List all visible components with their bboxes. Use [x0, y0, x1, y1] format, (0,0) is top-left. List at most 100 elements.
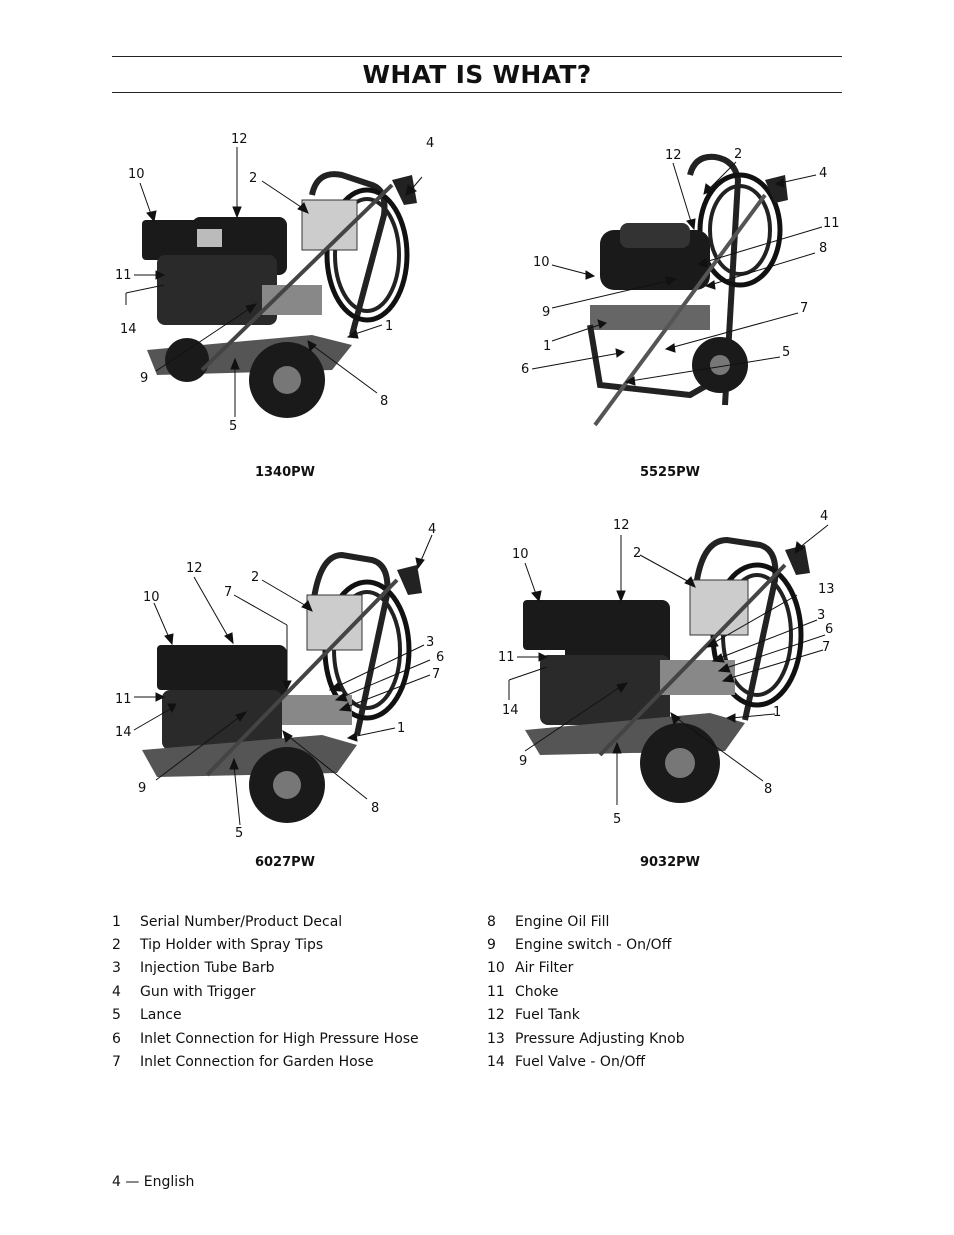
callout-label: 3: [817, 608, 825, 623]
hose-coil-inner: [708, 184, 772, 276]
callouts-5525pw: [531, 161, 823, 386]
callout-label: 6: [436, 650, 444, 665]
callout-label: 12: [613, 518, 630, 533]
machine-6027pw: [142, 551, 422, 823]
pressure-washer-6027pw-illustration: 4 12 2 7 10 3 6 7 11 1 14 9 8 5: [115, 522, 444, 841]
callout-label: 1: [543, 339, 551, 354]
callout-label: 9: [138, 781, 146, 796]
lance-shape: [200, 183, 394, 372]
callout-labels-1340pw: 12 4 10 2 11 14 1 9 8 5: [115, 132, 434, 434]
callout-label: 2: [249, 171, 257, 186]
rear-wheel: [165, 338, 209, 382]
callout-label: 14: [120, 322, 137, 337]
callout-labels-6027pw: 4 12 2 7 10 3 6 7 11 1 14 9 8 5: [115, 522, 444, 841]
callout-label: 8: [371, 801, 379, 816]
callout-label: 10: [143, 590, 160, 605]
figure-6027pw: 4 12 2 7 10 3 6 7 11 1 14 9 8 5: [112, 515, 452, 845]
page-title: WHAT IS WHAT?: [362, 60, 592, 89]
title-rule: [112, 92, 842, 93]
callout-label: 9: [519, 754, 527, 769]
callout-label: 9: [542, 305, 550, 320]
tip-holder-panel: [301, 199, 358, 251]
callout-label: 12: [231, 132, 248, 147]
pump-shape: [660, 660, 735, 695]
hose-coil-inner: [333, 197, 401, 313]
callout-label: 2: [633, 546, 641, 561]
callout-labels-9032pw: 4 12 2 10 13 3 6 7 11 14 1 9 8 5: [498, 509, 835, 827]
callout-label: 11: [823, 216, 840, 231]
callout-label: 10: [128, 167, 145, 182]
callout-label: 8: [819, 241, 827, 256]
callouts-9032pw: [508, 524, 829, 805]
engine-block: [540, 655, 670, 725]
callout-label: 12: [186, 561, 203, 576]
callout-label: 7: [224, 585, 232, 600]
engine-block: [162, 690, 282, 750]
figure-caption-5525pw: 5525PW: [639, 465, 701, 480]
callout-label: 4: [820, 509, 828, 524]
machine-5525pw: [587, 153, 788, 427]
callout-label: 5: [235, 826, 243, 841]
callout-label: 5: [782, 345, 790, 360]
callout-label: 7: [800, 301, 808, 316]
wheel-hub: [710, 355, 730, 375]
machine-9032pw: [523, 536, 810, 803]
callout-label: 1: [773, 705, 781, 720]
callout-labels-5525pw: 12 2 4 11 8 10 9 7 1 5 6: [521, 147, 840, 377]
figure-caption-6027pw: 6027PW: [254, 855, 316, 870]
callout-label: 5: [229, 419, 237, 434]
callout-label: 7: [822, 640, 830, 655]
spray-gun-shape: [392, 175, 417, 205]
figure-5525pw: 12 2 4 11 8 10 9 7 1 5 6: [510, 135, 840, 445]
pump-shape: [262, 285, 322, 315]
callout-label: 11: [498, 650, 515, 665]
callout-label: 3: [426, 635, 434, 650]
spray-gun-shape: [785, 545, 810, 575]
engine-decal: [197, 229, 222, 247]
pressure-washer-5525pw-illustration: 12 2 4 11 8 10 9 7 1 5 6: [521, 147, 840, 427]
callout-label: 8: [380, 394, 388, 409]
fuel-tank-shape: [620, 223, 690, 248]
fuel-tank-shape: [565, 600, 670, 670]
callout-label: 4: [819, 166, 827, 181]
callout-label: 1: [397, 721, 405, 736]
callout-label: 10: [533, 255, 550, 270]
callout-label: 10: [512, 547, 529, 562]
hose-coil: [324, 187, 410, 323]
page-footer: 4 — English: [112, 1174, 195, 1190]
figure-caption-9032pw: 9032PW: [639, 855, 701, 870]
figure-9032pw: 4 12 2 10 13 3 6 7 11 14 1 9 8 5: [495, 505, 840, 835]
callout-label: 4: [428, 522, 436, 537]
hose-coil: [697, 172, 783, 288]
base-plate: [590, 305, 710, 330]
callout-label: 12: [665, 148, 682, 163]
lance-shape: [205, 578, 399, 777]
callout-label: 6: [521, 362, 529, 377]
machine-1340pw: [142, 171, 417, 418]
callout-label: 14: [115, 725, 132, 740]
callout-label: 14: [502, 703, 519, 718]
callout-label: 1: [385, 319, 393, 334]
frame-handle: [309, 551, 391, 736]
lance-shape: [598, 563, 787, 757]
pressure-washer-9032pw-illustration: 4 12 2 10 13 3 6 7 11 14 1 9 8 5: [498, 509, 835, 827]
wheel-hub: [273, 771, 301, 799]
callout-label: 5: [613, 812, 621, 827]
callouts-6027pw: [133, 534, 433, 826]
wheel-hub: [665, 748, 695, 778]
pressure-washer-1340pw-illustration: 12 4 10 2 11 14 1 9 8 5: [115, 132, 434, 434]
callout-label: 13: [818, 582, 835, 597]
